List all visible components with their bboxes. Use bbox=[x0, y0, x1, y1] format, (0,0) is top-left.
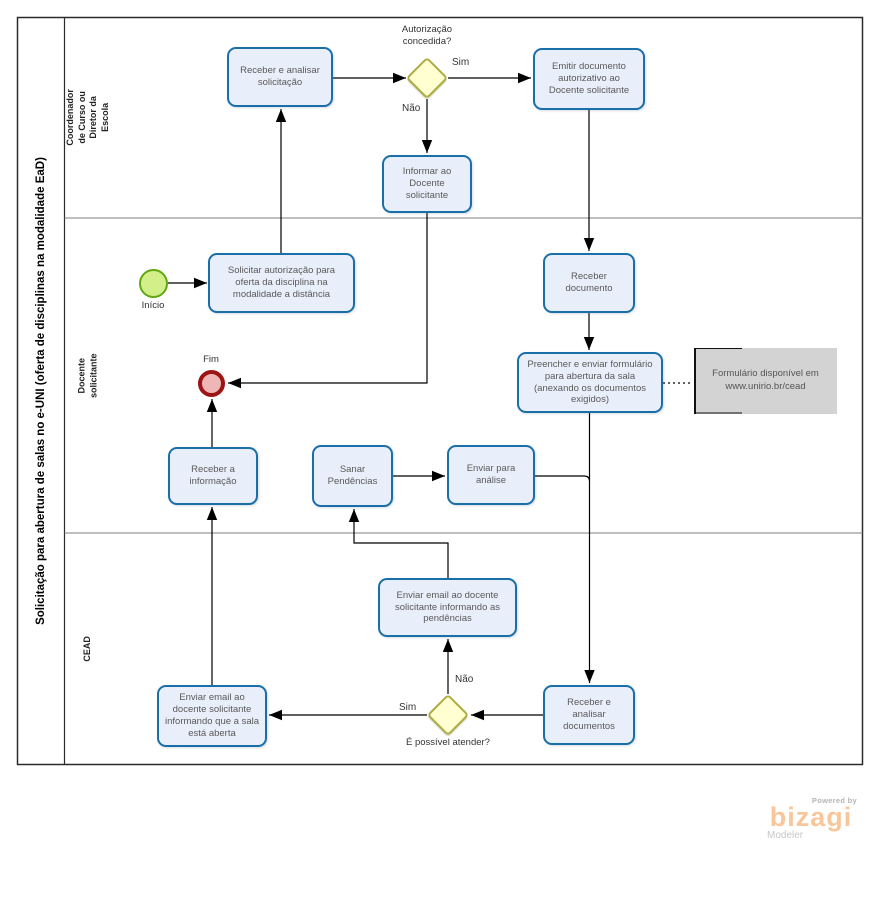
annotation-text: Formulário disponível em www.unirio.br/c… bbox=[712, 368, 819, 392]
end-event-label: Fim bbox=[203, 354, 219, 365]
task-preencher-enviar-formulario[interactable]: Preencher e enviar formulário para abert… bbox=[517, 352, 663, 413]
bizagi-wordmark: bizagi bbox=[769, 802, 853, 832]
task-label: Receber a informação bbox=[189, 464, 237, 487]
task-solicitar-autorizacao[interactable]: Solicitar autorização para oferta da dis… bbox=[208, 253, 355, 313]
task-label: Receber e analisar documentos bbox=[563, 697, 615, 732]
task-receber-analisar-solicitacao[interactable]: Receber e analisar solicitação bbox=[227, 47, 333, 107]
powered-by-label: Powered by bbox=[811, 796, 857, 805]
lane-coordenador: Coordenador de Curso ou Diretor da Escol… bbox=[64, 17, 112, 218]
flow-label-sim-bottom: Sim bbox=[399, 702, 417, 713]
pool-title: Solicitação para abertura de salas no e-… bbox=[34, 157, 47, 625]
task-informar-docente[interactable]: Informar ao Docente solicitante bbox=[382, 155, 472, 213]
task-label: Receber e analisar solicitação bbox=[240, 65, 320, 88]
gateway-autorizacao-concedida[interactable] bbox=[405, 56, 449, 100]
gateway-question-atender: É possível atender? bbox=[406, 737, 490, 748]
flow-label-nao-bottom: Não bbox=[455, 674, 474, 685]
lane-label-coordenador: Coordenador de Curso ou Diretor da Escol… bbox=[64, 89, 110, 146]
gateway-possivel-atender[interactable] bbox=[426, 693, 470, 737]
flow-label-nao-top: Não bbox=[402, 103, 421, 114]
task-label: Receber documento bbox=[565, 271, 613, 294]
start-event-label: Início bbox=[141, 300, 165, 311]
flow-label-sim-top: Sim bbox=[452, 57, 470, 68]
task-label: Solicitar autorização para oferta da dis… bbox=[227, 265, 336, 300]
task-label: Informar ao Docente solicitante bbox=[402, 166, 452, 201]
task-enviar-para-analise[interactable]: Enviar para análise bbox=[447, 445, 535, 505]
lane-label-cead: CEAD bbox=[82, 636, 93, 662]
end-event[interactable] bbox=[198, 370, 225, 397]
task-sanar-pendencias[interactable]: Sanar Pendências bbox=[312, 445, 393, 507]
pool: Solicitação para abertura de salas no e-… bbox=[17, 17, 64, 765]
lane-docente: Docente solicitante bbox=[64, 218, 112, 533]
task-receber-informacao[interactable]: Receber a informação bbox=[168, 447, 258, 505]
task-emitir-documento[interactable]: Emitir documento autorizativo ao Docente… bbox=[533, 48, 645, 110]
start-event[interactable] bbox=[139, 269, 168, 298]
task-email-pendencias[interactable]: Enviar email ao docente solicitante info… bbox=[378, 578, 517, 637]
task-receber-documento[interactable]: Receber documento bbox=[543, 253, 635, 313]
task-label: Enviar email ao docente solicitante info… bbox=[165, 692, 260, 739]
modeler-label: Modeler bbox=[767, 830, 804, 841]
bizagi-logo: Powered by bizagi Modeler bbox=[762, 796, 860, 841]
lane-label-docente: Docente solicitante bbox=[76, 353, 98, 398]
task-label: Emitir documento autorizativo ao Docente… bbox=[548, 61, 630, 96]
task-email-sala-aberta[interactable]: Enviar email ao docente solicitante info… bbox=[157, 685, 267, 747]
lane-cead: CEAD bbox=[64, 533, 112, 765]
annotation-formulario[interactable]: Formulário disponível em www.unirio.br/c… bbox=[694, 348, 837, 414]
gateway-question-autorizacao: Autorização concedida? bbox=[401, 24, 453, 47]
task-label: Preencher e enviar formulário para abert… bbox=[527, 358, 653, 406]
task-receber-analisar-documentos[interactable]: Receber e analisar documentos bbox=[543, 685, 635, 745]
task-label: Enviar para análise bbox=[466, 463, 516, 486]
task-label: Sanar Pendências bbox=[327, 464, 378, 487]
task-label: Enviar email ao docente solicitante info… bbox=[394, 589, 501, 625]
